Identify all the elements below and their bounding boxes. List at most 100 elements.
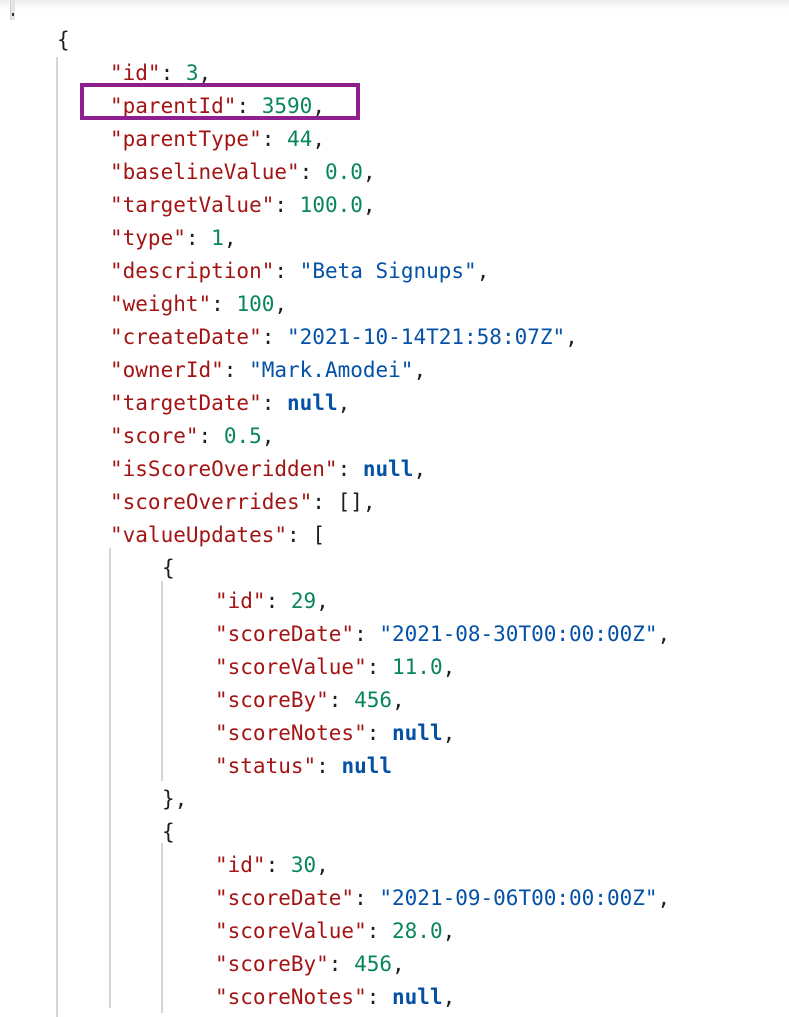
separator: : [366, 985, 393, 1009]
field-description: "description": "Beta Signups", [110, 255, 489, 288]
field-type: "type": 1, [110, 222, 236, 255]
comma: , [442, 919, 456, 943]
field-value: 0.0 [324, 160, 363, 184]
field-key: "targetDate" [110, 391, 262, 415]
comma: , [362, 490, 376, 514]
separator: : [236, 94, 262, 118]
field-value: null [341, 754, 393, 778]
value-update-0-scoreValue: "scoreValue": 11.0, [215, 651, 455, 684]
field-value: null [287, 391, 338, 415]
indent-guide-level-3a [161, 581, 163, 781]
comma: , [413, 457, 427, 481]
field-value: 30 [290, 853, 317, 877]
comma: , [442, 721, 456, 745]
comma: , [362, 193, 376, 217]
field-baselineValue: "baselineValue": 0.0, [110, 156, 376, 189]
separator: : [160, 61, 186, 85]
field-key: "valueUpdates" [110, 523, 288, 547]
value-update-0-scoreNotes: "scoreNotes": null, [215, 717, 455, 750]
comma: , [337, 391, 351, 415]
separator: : [366, 655, 393, 679]
field-key: "parentType" [110, 127, 262, 151]
value-update-1-id: "id": 30, [215, 849, 329, 882]
field-key: "status" [215, 754, 317, 778]
value-update-0-close-brace: }, [162, 787, 188, 811]
field-value: "2021-10-14T21:58:07Z" [287, 325, 566, 349]
field-value: 11.0 [392, 655, 443, 679]
comma: , [362, 160, 376, 184]
indent-guide-level-2 [109, 548, 111, 1008]
comma: , [476, 259, 490, 283]
separator: : [274, 193, 300, 217]
separator: : [198, 424, 224, 448]
field-key: "targetValue" [110, 193, 275, 217]
field-key: "scoreDate" [215, 886, 355, 910]
field-key: "id" [215, 589, 266, 613]
parentId-highlight-box [80, 83, 360, 120]
field-parentId: "parentId": 3590, [110, 90, 325, 123]
field-value: [] [337, 490, 363, 514]
field-key: "score" [110, 424, 199, 448]
comma: , [198, 61, 212, 85]
field-key: "type" [110, 226, 186, 250]
field-parentType: "parentType": 44, [110, 123, 325, 156]
field-value: null [392, 721, 443, 745]
field-key: "scoreDate" [215, 622, 355, 646]
separator: : [261, 325, 288, 349]
indent-guide-level-3b [161, 843, 163, 1013]
editor-top-shadow [0, 0, 789, 10]
separator: : [316, 754, 342, 778]
separator: : [261, 127, 288, 151]
comma: , [223, 226, 237, 250]
field-value: 100.0 [299, 193, 363, 217]
field-key: "id" [110, 61, 161, 85]
comma: , [316, 853, 329, 877]
field-key: "baselineValue" [110, 160, 300, 184]
comma: , [274, 292, 288, 316]
separator: : [328, 688, 355, 712]
separator: : [274, 259, 300, 283]
indent-guide-level-1 [56, 57, 58, 1017]
value-update-0-scoreBy: "scoreBy": 456, [215, 684, 405, 717]
comma: , [261, 424, 275, 448]
field-key: "weight" [110, 292, 212, 316]
field-value: null [362, 457, 414, 481]
comma: , [657, 886, 671, 910]
separator: : [261, 391, 288, 415]
comma: , [316, 589, 329, 613]
comma: , [442, 655, 456, 679]
value-update-0-scoreDate: "scoreDate": "2021-08-30T00:00:00Z", [215, 618, 670, 651]
field-value: "Mark.Amodei" [249, 358, 414, 382]
field-valueUpdates: "valueUpdates": [ [110, 519, 325, 552]
scroll-marker[interactable] [10, 0, 15, 20]
field-score: "score": 0.5, [110, 420, 274, 453]
value-update-1-open-brace: { [162, 820, 175, 844]
separator: : [287, 523, 313, 547]
field-key: "createDate" [110, 325, 262, 349]
separator: : [328, 952, 355, 976]
field-id: "id": 3, [110, 57, 211, 90]
field-scoreOverrides: "scoreOverrides": [], [110, 486, 376, 519]
field-key: "scoreValue" [215, 655, 367, 679]
field-ownerId: "ownerId": "Mark.Amodei", [110, 354, 426, 387]
field-key: "scoreBy" [215, 952, 329, 976]
separator: : [366, 721, 393, 745]
separator: : [185, 226, 212, 250]
field-key: "scoreValue" [215, 919, 367, 943]
value-update-0-open-brace: { [162, 556, 175, 580]
scroll-marker-dot [12, 13, 14, 16]
comma: , [657, 622, 671, 646]
value-update-1-scoreDate: "scoreDate": "2021-09-06T00:00:00Z", [215, 882, 670, 915]
separator: : [265, 589, 291, 613]
comma: , [392, 688, 405, 712]
separator: : [299, 160, 325, 184]
field-value: 3590 [261, 94, 313, 118]
comma: , [312, 127, 325, 151]
field-key: "isScoreOveridden" [110, 457, 338, 481]
field-key: "scoreNotes" [215, 721, 367, 745]
separator: : [211, 292, 237, 316]
field-value: 456 [354, 952, 393, 976]
field-value: 44 [287, 127, 313, 151]
field-value: 1 [211, 226, 224, 250]
field-value: 29 [290, 589, 317, 613]
